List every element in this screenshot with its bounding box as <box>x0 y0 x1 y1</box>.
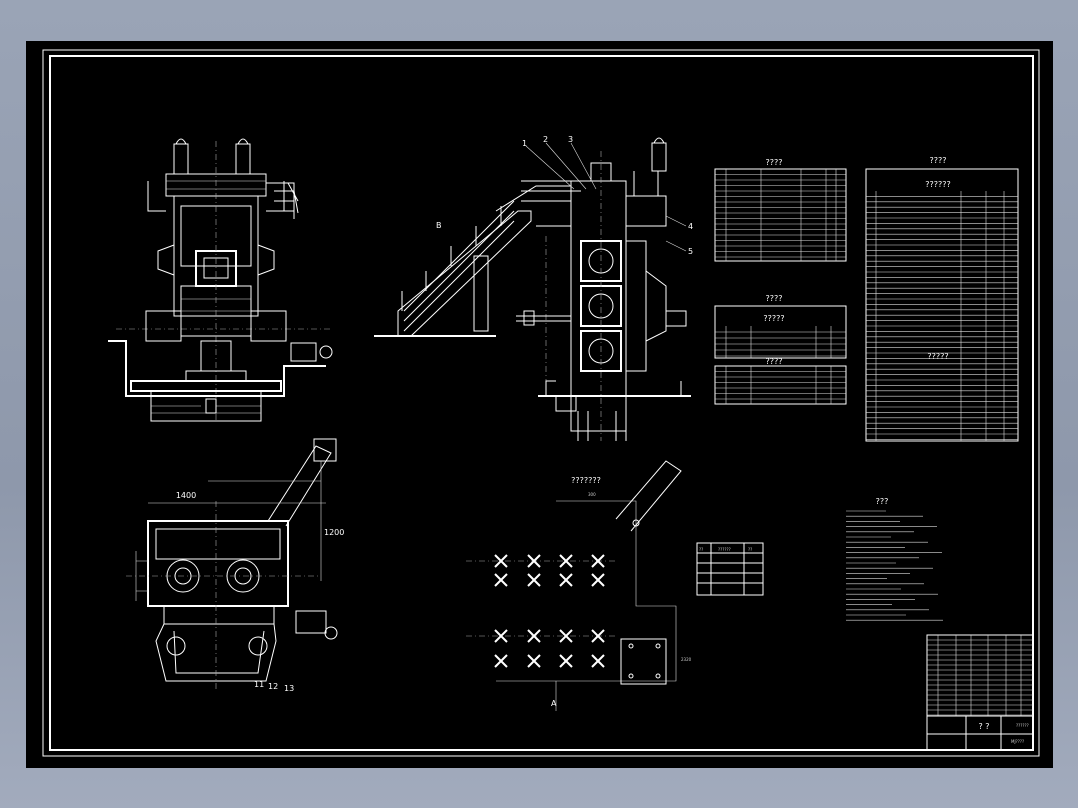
plan-dimension: 1400 <box>176 491 196 500</box>
table-rule <box>494 573 508 587</box>
title-block-subtitle: ?????? <box>1016 723 1029 728</box>
table-subtitle-right: ?????? <box>925 180 950 189</box>
table-rule <box>527 654 541 668</box>
balloon-1: 1 <box>522 139 527 148</box>
bolt-pattern-title: ??????? <box>571 476 601 485</box>
parts-table-right: ???? ?????? ????? <box>865 156 1019 442</box>
base-dimension: 300 <box>588 492 596 497</box>
table-title-top-left: ???? <box>766 158 783 167</box>
table-rule <box>494 654 508 668</box>
parts-table-top-left: ???? <box>714 158 847 262</box>
symbol-table-header-2: ?????? <box>718 547 731 552</box>
table-title-mid-left: ???? <box>766 294 783 303</box>
table-rule <box>527 629 541 643</box>
cad-viewport[interactable]: B 1 2 3 4 5 1400 1200 11 12 13 ??????? <box>26 41 1053 768</box>
title-block-title: ? ? <box>978 722 989 731</box>
side-dimension: 1200 <box>324 528 344 537</box>
symbol-table-header-1: ?? <box>699 547 703 552</box>
balloon-2: 2 <box>543 135 548 144</box>
table-title-lower-left: ???? <box>766 357 783 366</box>
title-block: ? ? ?????? MJ???? <box>926 634 1034 751</box>
table-subtitle-mid-left: ????? <box>763 314 784 323</box>
bolt-pattern-view: ??????? A 300 2320 <box>466 460 692 711</box>
plan-view: 1400 1200 11 12 13 <box>126 438 344 693</box>
symbol-table: ?? ?????? ?? <box>696 542 764 596</box>
balloon-13: 13 <box>284 684 294 693</box>
rotated-dimension: 2320 <box>681 657 692 662</box>
front-view <box>108 138 333 422</box>
outer-frame <box>42 49 1040 757</box>
table-rule <box>494 629 508 643</box>
balloon-4: 4 <box>688 222 693 231</box>
table-rule <box>559 629 573 643</box>
side-view: B 1 2 3 4 5 <box>374 135 693 441</box>
technical-notes: ??? <box>846 497 943 621</box>
table-rule <box>559 654 573 668</box>
table-rule <box>591 573 605 587</box>
parts-table-lower-left: ???? <box>714 357 847 405</box>
table-mid-subtitle-right: ????? <box>927 352 948 361</box>
table-rule <box>527 554 541 568</box>
inner-frame <box>49 55 1034 751</box>
table-rule <box>527 573 541 587</box>
notes-title: ??? <box>876 497 889 506</box>
drawing-canvas[interactable]: B 1 2 3 4 5 1400 1200 11 12 13 ??????? <box>26 41 1053 768</box>
table-rule <box>494 554 508 568</box>
view-a-label: A <box>551 699 557 708</box>
balloon-3: 3 <box>568 135 573 144</box>
balloon-5: 5 <box>688 247 693 256</box>
table-title-right: ???? <box>930 156 947 165</box>
table-rule <box>591 654 605 668</box>
symbol-table-header-3: ?? <box>748 547 752 552</box>
table-rule <box>559 573 573 587</box>
parts-table-mid-left: ???? ????? <box>714 294 847 359</box>
balloon-12: 12 <box>268 682 278 691</box>
view-b-label: B <box>436 221 442 230</box>
balloon-11: 11 <box>254 680 264 689</box>
table-rule <box>591 629 605 643</box>
table-rule <box>559 554 573 568</box>
title-block-drawing-no: MJ???? <box>1011 739 1024 744</box>
table-rule <box>591 554 605 568</box>
